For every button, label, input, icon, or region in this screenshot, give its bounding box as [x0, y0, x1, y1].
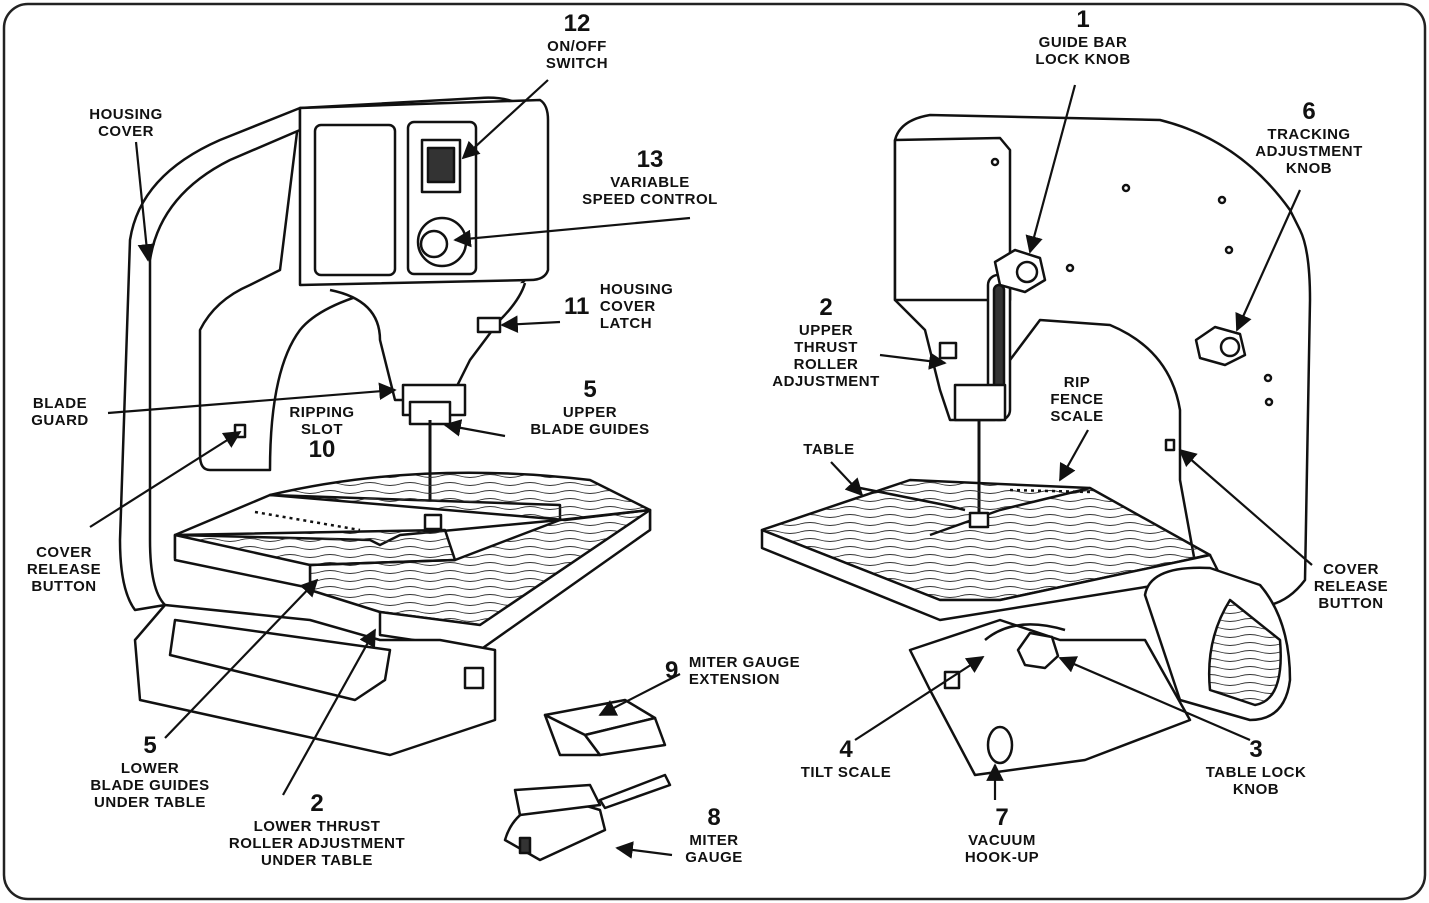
- callout-guide-bar-lock-knob: 1 GUIDE BAR LOCK KNOB: [1035, 6, 1131, 69]
- callout-text: TRACKING ADJUSTMENT KNOB: [1255, 126, 1363, 177]
- callout-lower-blade-guides: 5 LOWER BLADE GUIDES UNDER TABLE: [90, 732, 210, 812]
- callout-table-lock-knob: 3 TABLE LOCK KNOB: [1205, 736, 1307, 799]
- callout-number: 10: [308, 436, 336, 463]
- callout-number: 12: [563, 10, 591, 37]
- callout-rip-fence-scale: RIP FENCE SCALE: [1050, 374, 1103, 425]
- callout-text: TABLE LOCK KNOB: [1205, 764, 1307, 798]
- callout-housing-cover-latch: 11 HOUSING COVER LATCH: [564, 281, 673, 332]
- callout-text: MITER GAUGE EXTENSION: [688, 654, 801, 688]
- callout-cover-release-button-left: COVER RELEASE BUTTON: [27, 544, 101, 595]
- callout-vacuum-hook-up: 7 VACUUM HOOK-UP: [964, 804, 1040, 867]
- callout-number: 2: [310, 790, 324, 817]
- callout-text: GUIDE BAR LOCK KNOB: [1035, 34, 1131, 68]
- callout-blade-guard: BLADE GUARD: [31, 395, 89, 429]
- vacuum-port: [986, 725, 1014, 765]
- housing-cover-latch-body: [476, 316, 502, 334]
- callout-text: UPPER THRUST ROLLER ADJUSTMENT: [772, 322, 880, 390]
- callout-text: VACUUM HOOK-UP: [964, 832, 1040, 866]
- left-band-saw: [118, 96, 652, 757]
- callout-number: 2: [819, 294, 833, 321]
- callout-number: 8: [707, 804, 721, 831]
- callout-text: TILT SCALE: [800, 764, 892, 781]
- callout-number: 13: [636, 146, 664, 173]
- callout-upper-blade-guides: 5 UPPER BLADE GUIDES: [530, 376, 650, 439]
- callout-text: LOWER THRUST ROLLER ADJUSTMENT UNDER TAB…: [228, 818, 406, 869]
- callout-housing-cover: HOUSING COVER: [89, 106, 163, 140]
- callout-text: RIP FENCE SCALE: [1050, 374, 1104, 425]
- callout-miter-gauge: 8 MITER GAUGE: [685, 804, 743, 867]
- callout-on-off-switch: 12 ON/OFF SWITCH: [545, 10, 609, 73]
- miter-gauge-part: [503, 773, 672, 862]
- callout-variable-speed-control: 13 VARIABLE SPEED CONTROL: [582, 146, 718, 209]
- callout-text: HOUSING COVER: [89, 106, 163, 140]
- callout-text: COVER RELEASE BUTTON: [26, 544, 102, 595]
- callout-text: MITER GAUGE: [685, 832, 743, 866]
- callout-text: HOUSING COVER LATCH: [599, 281, 674, 332]
- callout-number: 5: [143, 732, 157, 759]
- miter-gauge-extension-part: [543, 698, 667, 757]
- callout-number: 11: [564, 292, 590, 320]
- callout-text: ON/OFF SWITCH: [545, 38, 609, 72]
- callout-text: LOWER BLADE GUIDES UNDER TABLE: [90, 760, 210, 811]
- callout-upper-thrust-roller-adjustment: 2 UPPER THRUST ROLLER ADJUSTMENT: [772, 294, 880, 391]
- callout-tracking-adjustment-knob: 6 TRACKING ADJUSTMENT KNOB: [1255, 98, 1363, 178]
- callout-text: RIPPING SLOT: [289, 404, 355, 438]
- callout-number: 5: [583, 376, 597, 403]
- callout-cover-release-button-right: COVER RELEASE BUTTON: [1314, 561, 1388, 612]
- callout-text: COVER RELEASE BUTTON: [1313, 561, 1389, 612]
- callout-tilt-scale: 4 TILT SCALE: [800, 736, 892, 782]
- callout-number: 7: [995, 804, 1009, 831]
- callout-leaders: [89, 79, 1313, 859]
- callout-text: TABLE: [803, 441, 855, 458]
- callout-number: 6: [1302, 98, 1316, 125]
- callout-miter-gauge-extension: 9 MITER GAUGE EXTENSION: [665, 654, 800, 688]
- callout-text: UPPER BLADE GUIDES: [530, 404, 650, 438]
- callout-lower-thrust-roller-adjustment: 2 LOWER THRUST ROLLER ADJUSTMENT UNDER T…: [228, 790, 406, 870]
- right-band-saw: [760, 113, 1312, 777]
- callout-number: 9: [665, 657, 679, 684]
- callout-ripping-slot: RIPPING SLOT 10: [289, 404, 354, 464]
- callout-text: BLADE GUARD: [31, 395, 89, 429]
- callout-text: VARIABLE SPEED CONTROL: [582, 174, 718, 208]
- table-lock-knob: [1016, 631, 1060, 670]
- callout-table: TABLE: [803, 441, 854, 458]
- callout-number: 3: [1249, 736, 1263, 763]
- callout-number: 1: [1076, 6, 1090, 33]
- callout-number: 4: [839, 736, 853, 763]
